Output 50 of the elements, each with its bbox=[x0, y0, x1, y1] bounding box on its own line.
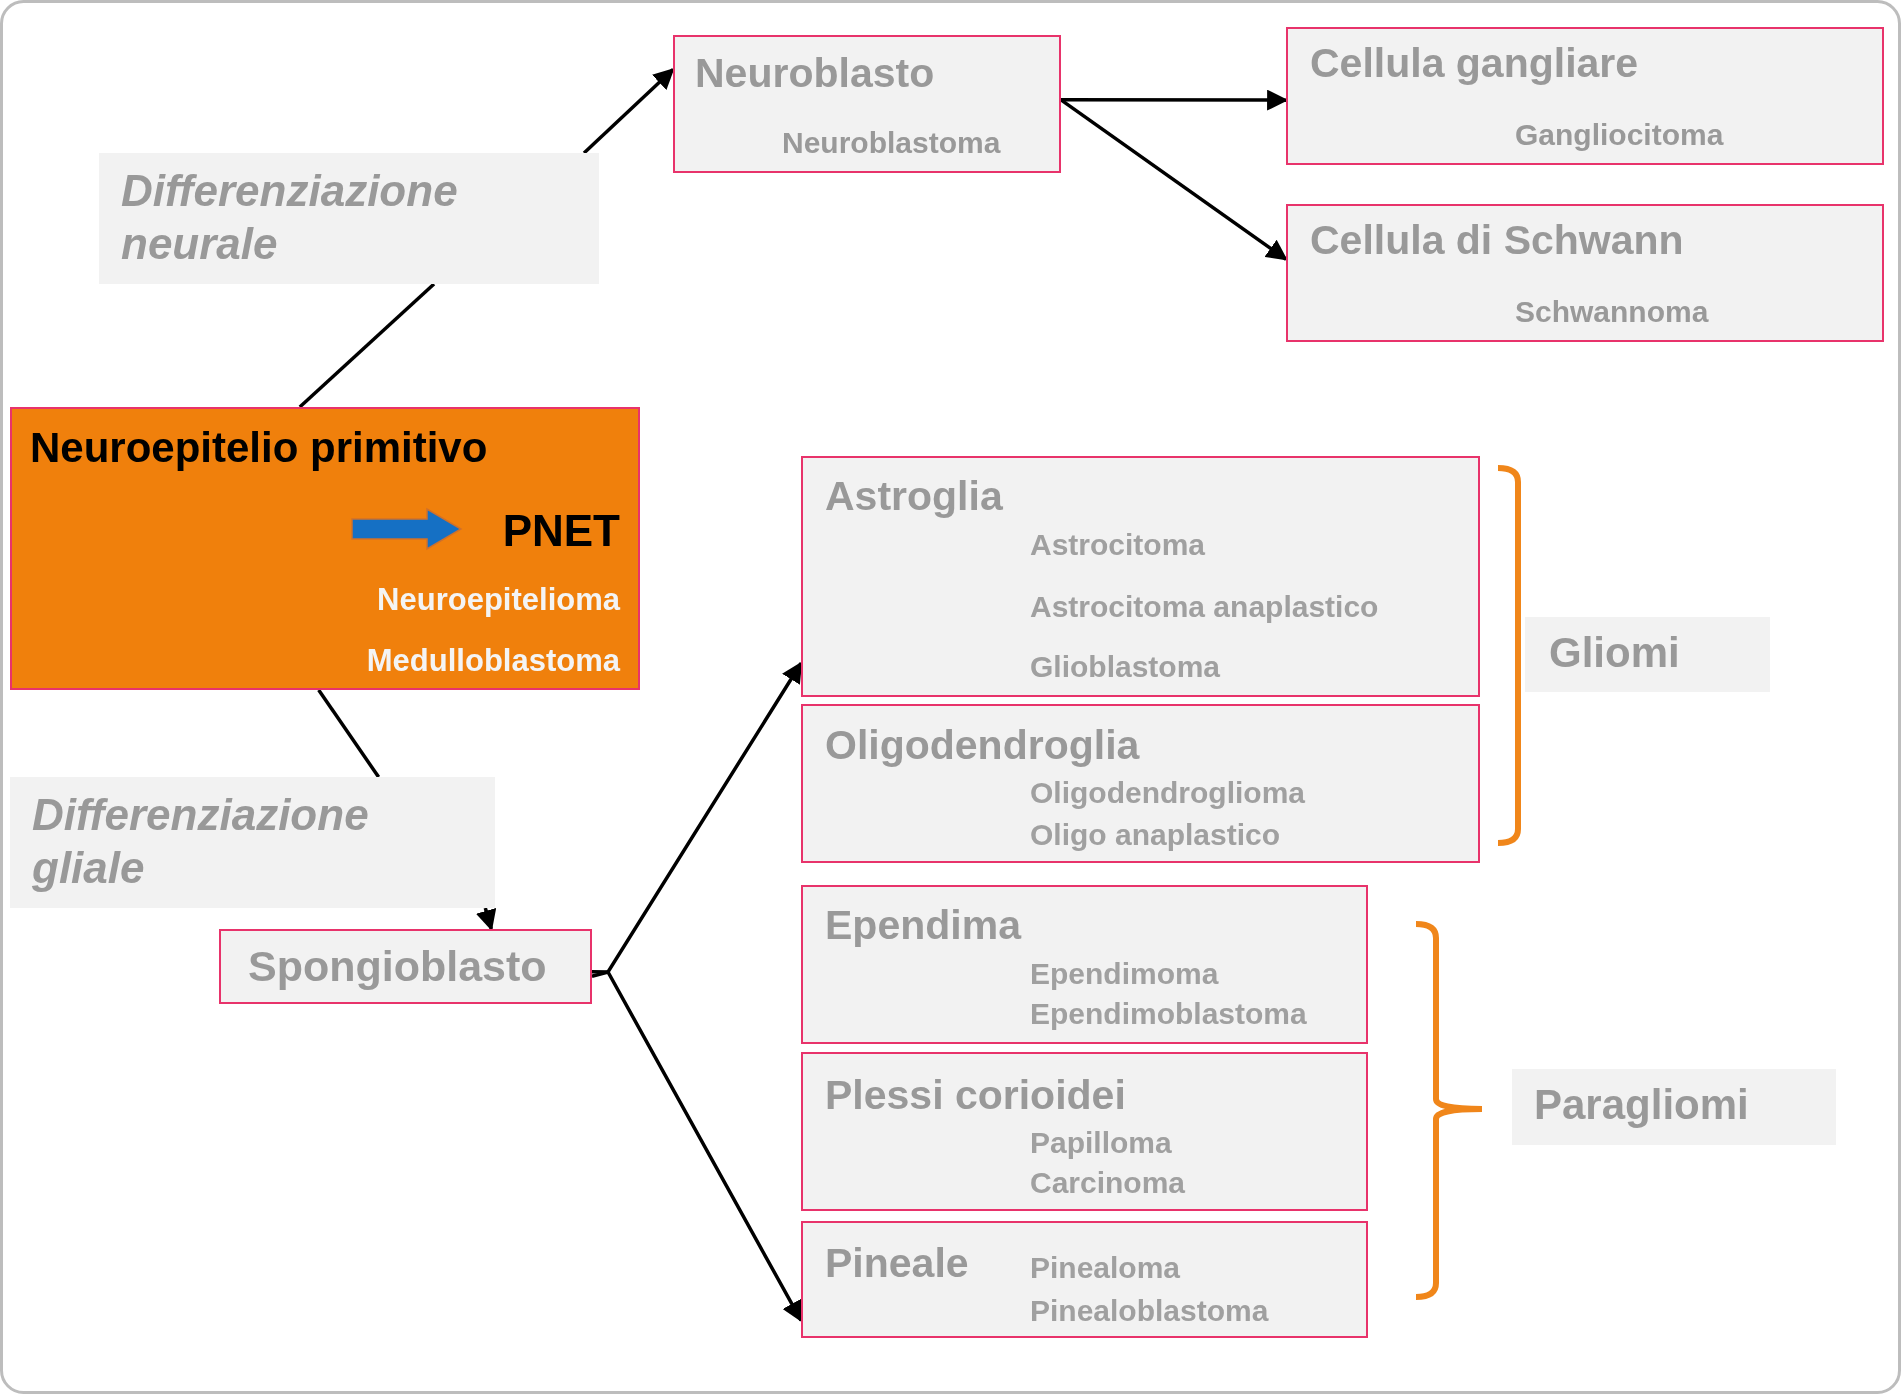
arrow bbox=[582, 68, 675, 155]
cell-type-title: Neuroblasto bbox=[695, 49, 935, 98]
origin-box bbox=[10, 407, 640, 690]
cell-type-title: Neuroepitelio primitivo bbox=[30, 423, 488, 473]
tumor-name: Pinealoblastoma bbox=[1030, 1293, 1269, 1329]
cell-type-box bbox=[1286, 204, 1884, 342]
label-box bbox=[10, 777, 495, 908]
cell-type-title: Oligodendroglia bbox=[825, 721, 1140, 770]
stage-label: Differenziazione neurale bbox=[121, 165, 459, 270]
cell-type-title: Cellula gangliare bbox=[1310, 39, 1639, 88]
tumor-name: Medulloblastoma bbox=[366, 642, 620, 680]
label-box bbox=[99, 153, 599, 284]
tumor-name: Neuroepitelioma bbox=[377, 581, 620, 619]
cell-type-box bbox=[801, 1221, 1368, 1338]
connector-line bbox=[298, 282, 436, 409]
cell-type-title: Pineale bbox=[825, 1239, 969, 1288]
tumor-name: Gangliocitoma bbox=[1515, 117, 1724, 153]
tumor-name: Oligodendroglioma bbox=[1030, 775, 1305, 811]
cell-type-box bbox=[801, 456, 1480, 697]
tumor-group-name: PNET bbox=[502, 505, 620, 557]
tumor-name: Carcinoma bbox=[1030, 1165, 1186, 1201]
tumor-name: Astrocitoma anaplastico bbox=[1030, 589, 1379, 625]
cell-type-title: Spongioblasto bbox=[248, 941, 547, 992]
tumor-name: Astrocitoma bbox=[1030, 527, 1206, 563]
tumor-name: Neuroblastoma bbox=[782, 125, 1001, 161]
tumor-name: Papilloma bbox=[1030, 1125, 1172, 1161]
cell-type-box bbox=[801, 885, 1368, 1044]
connector-line bbox=[317, 689, 381, 778]
arrow bbox=[591, 969, 803, 1323]
cell-type-box bbox=[801, 704, 1480, 863]
cell-type-title: Cellula di Schwann bbox=[1310, 216, 1684, 265]
tumor-name: Pinealoma bbox=[1030, 1250, 1181, 1286]
tumor-name: Schwannoma bbox=[1515, 294, 1709, 330]
arrow bbox=[591, 661, 803, 974]
stage-label: Differenziazione gliale bbox=[32, 789, 370, 894]
cell-type-box bbox=[801, 1052, 1368, 1211]
cell-type-title: Plessi corioidei bbox=[825, 1071, 1126, 1120]
tumor-name: Ependimoblastoma bbox=[1030, 996, 1307, 1032]
tumor-name: Glioblastoma bbox=[1030, 649, 1221, 685]
tumor-name: Ependimoma bbox=[1030, 956, 1219, 992]
stage-label: Gliomi bbox=[1549, 628, 1680, 678]
cell-type-title: Astroglia bbox=[825, 472, 1003, 521]
tumor-name: Oligo anaplastico bbox=[1030, 817, 1281, 853]
arrow bbox=[1060, 98, 1288, 261]
stage-label: Paragliomi bbox=[1534, 1080, 1749, 1130]
cell-type-box bbox=[673, 35, 1061, 173]
cell-type-box bbox=[1286, 27, 1884, 165]
cell-type-box bbox=[219, 929, 592, 1004]
cell-type-title: Ependima bbox=[825, 901, 1021, 950]
arrow bbox=[476, 907, 497, 931]
